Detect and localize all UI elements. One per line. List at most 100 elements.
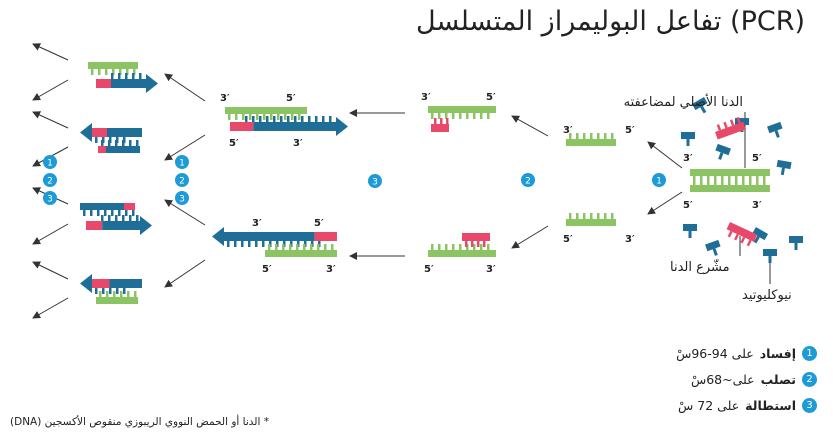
product-3-new (86, 215, 152, 235)
step-1-detail: على 94-96سْ (676, 346, 754, 361)
annealed-bottom-primer (462, 233, 490, 247)
prime-3-ext-top-new: 3′ (293, 138, 303, 149)
badge-cycle-3: 3 (175, 191, 189, 205)
extended-bottom-template (265, 244, 337, 257)
prime-5-ann-top: 5′ (486, 92, 496, 103)
prime-3-den-top: 3′ (563, 125, 573, 136)
arrow-cycle-3 (164, 199, 206, 226)
prime-5-orig-bottom: 5′ (683, 200, 693, 211)
prime-3-orig-bottom: 3′ (752, 200, 762, 211)
nucleotide-5 (767, 121, 783, 138)
product-1-new (96, 73, 158, 93)
prime-5-den-bottom: 5′ (563, 234, 573, 245)
original-dna-bottom-strand (690, 179, 770, 192)
svg-text:2: 2 (179, 177, 185, 187)
legend-step-2: 2 تصلب على~68سْ (691, 372, 817, 387)
product-3-template (80, 203, 135, 216)
arrow-out-2 (32, 79, 69, 101)
nucleotide-3 (715, 143, 731, 160)
step-3-name: استطالة (745, 398, 796, 413)
annealed-bottom-template (428, 244, 496, 257)
loose-primer-bottom (726, 222, 758, 247)
badge-step-2: 2 (521, 173, 535, 187)
prime-5-ext-bottom-new: 5′ (314, 218, 324, 229)
strand-end-labels: 3′5′5′3′3′5′5′3′3′5′5′3′3′5′5′3′3′5′5′3′ (220, 92, 762, 275)
extended-top-new-strand (230, 116, 348, 136)
step-badges: 1 2 3 1 2 3 1 2 3 (43, 155, 666, 205)
extended-bottom-new-strand (212, 227, 337, 247)
badge-step-1: 1 (652, 173, 666, 187)
footnote: * الدنا أو الحمض النووي الريبوزي منقوص ا… (10, 416, 269, 428)
arrow-denature-bottom (647, 191, 683, 215)
arrow-out-1 (32, 43, 69, 61)
prime-3-ext-bottom: 3′ (326, 264, 336, 275)
prime-3-ann-bottom: 3′ (486, 264, 496, 275)
prime-3-orig-top: 3′ (683, 153, 693, 164)
extended-top-template (225, 107, 307, 120)
nucleotide-11 (763, 249, 777, 263)
arrow-out-7 (32, 261, 69, 280)
svg-text:1: 1 (656, 177, 662, 187)
arrow-cycle-2 (164, 134, 206, 161)
svg-text:3: 3 (372, 178, 378, 188)
svg-text:3: 3 (179, 195, 185, 205)
prime-5-ext-bottom: 5′ (262, 264, 272, 275)
svg-text:2: 2 (525, 177, 531, 187)
badge-cycle-2: 2 (175, 173, 189, 187)
svg-text:3: 3 (47, 195, 53, 205)
arrow-cycle-4 (164, 259, 206, 288)
prime-3-den-bottom: 3′ (625, 234, 635, 245)
step-3-detail: على 72 سْ (678, 398, 740, 413)
step-2-detail: على~68سْ (690, 372, 755, 387)
badge-final-3: 3 (43, 191, 57, 205)
svg-text:1: 1 (47, 159, 53, 169)
prime-5-ann-bottom: 5′ (424, 264, 434, 275)
nucleotide-2 (681, 132, 695, 146)
product-4-new (80, 274, 142, 294)
nucleotide-7 (683, 224, 697, 238)
dna-strands (80, 62, 803, 304)
product-3-primer-end (124, 203, 135, 210)
product-4-template (96, 291, 138, 304)
arrow-out-6 (32, 223, 69, 245)
legend-step-3: 3 استطالة على 72 سْ (678, 398, 817, 413)
product-2-primer-end (98, 146, 106, 153)
product-2-new (80, 123, 142, 143)
prime-3-ext-bottom-new: 3′ (252, 218, 262, 229)
svg-text:1: 1 (179, 159, 185, 169)
arrow-anneal-bottom (511, 225, 549, 249)
denatured-top-strand (566, 133, 616, 146)
badge-step-3: 3 (368, 174, 382, 188)
page-title: تفاعل البوليمراز المتسلسل (PCR) (416, 6, 805, 37)
nucleotide-8 (705, 239, 721, 256)
nucleotide-1 (691, 97, 708, 114)
loose-primer-top (715, 116, 746, 140)
denatured-bottom-strand (566, 213, 616, 226)
step-2-badge: 2 (802, 372, 817, 387)
nucleotide-label: نيوكليوتيد (742, 288, 792, 303)
primer-label: مشّرع الدنا (670, 260, 730, 275)
step-1-badge: 1 (802, 346, 817, 361)
arrow-out-3 (32, 111, 69, 129)
badge-final-2: 2 (43, 173, 57, 187)
arrow-out-8 (32, 297, 69, 319)
arrow-cycle-1 (164, 73, 206, 102)
product-1-template (88, 62, 138, 75)
original-dna-label: الدنا الأصلي لمضاعفته (623, 95, 743, 110)
prime-5-ext-top: 5′ (286, 93, 296, 104)
nucleotide-10 (789, 236, 803, 250)
badge-cycle-1: 1 (175, 155, 189, 169)
badge-final-1: 1 (43, 155, 57, 169)
svg-text:2: 2 (47, 177, 53, 187)
legend-step-1: 1 إفساد على 94-96سْ (676, 346, 817, 361)
nucleotide-6 (776, 159, 792, 176)
product-2-template (98, 140, 140, 153)
step-2-name: تصلب (760, 372, 796, 387)
prime-5-ext-top-new: 5′ (229, 138, 239, 149)
prime-3-ext-top: 3′ (220, 93, 230, 104)
prime-5-orig-top: 5′ (752, 153, 762, 164)
annealed-top-template (428, 106, 496, 119)
step-1-name: إفساد (759, 346, 796, 361)
arrow-anneal-top (511, 115, 549, 137)
